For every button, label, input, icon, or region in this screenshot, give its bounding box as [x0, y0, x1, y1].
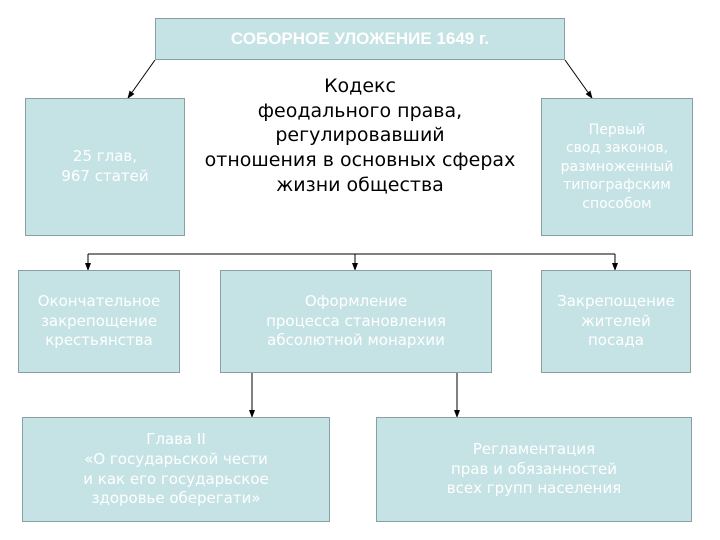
chapter-two-box: Глава II «О государьской чести и как его…: [22, 417, 330, 522]
serfdom-text: Окончательное закрепощение крестьянства: [37, 291, 161, 350]
arrow-title-to-first-code: [564, 59, 593, 99]
absolutism-box: Оформление процесса становления абсолютн…: [220, 270, 492, 373]
first-code-box: Первый свод законов, размноженный типогр…: [541, 98, 693, 236]
chapters-text: 25 глав, 967 статей: [61, 147, 149, 185]
chapter-two-text: Глава II «О государьской чести и как его…: [83, 429, 269, 508]
arrow-title-to-chapters: [127, 59, 156, 99]
regulation-box: Регламентация прав и обязанностей всех г…: [376, 417, 692, 522]
chapters-box: 25 глав, 967 статей: [25, 98, 185, 236]
serfdom-box: Окончательное закрепощение крестьянства: [18, 270, 180, 373]
title-text: СОБОРНОЕ УЛОЖЕНИЕ 1649 г.: [230, 28, 490, 48]
definition-text: Кодекс феодального права, регулировавший…: [204, 75, 516, 196]
posad-box: Закрепощение жителей посада: [541, 270, 691, 373]
first-code-text: Первый свод законов, размноженный типогр…: [560, 121, 674, 212]
posad-text: Закрепощение жителей посада: [557, 291, 675, 350]
regulation-text: Регламентация прав и обязанностей всех г…: [446, 439, 622, 498]
title-box: СОБОРНОЕ УЛОЖЕНИЕ 1649 г.: [155, 18, 565, 60]
absolutism-text: Оформление процесса становления абсолютн…: [266, 291, 446, 350]
